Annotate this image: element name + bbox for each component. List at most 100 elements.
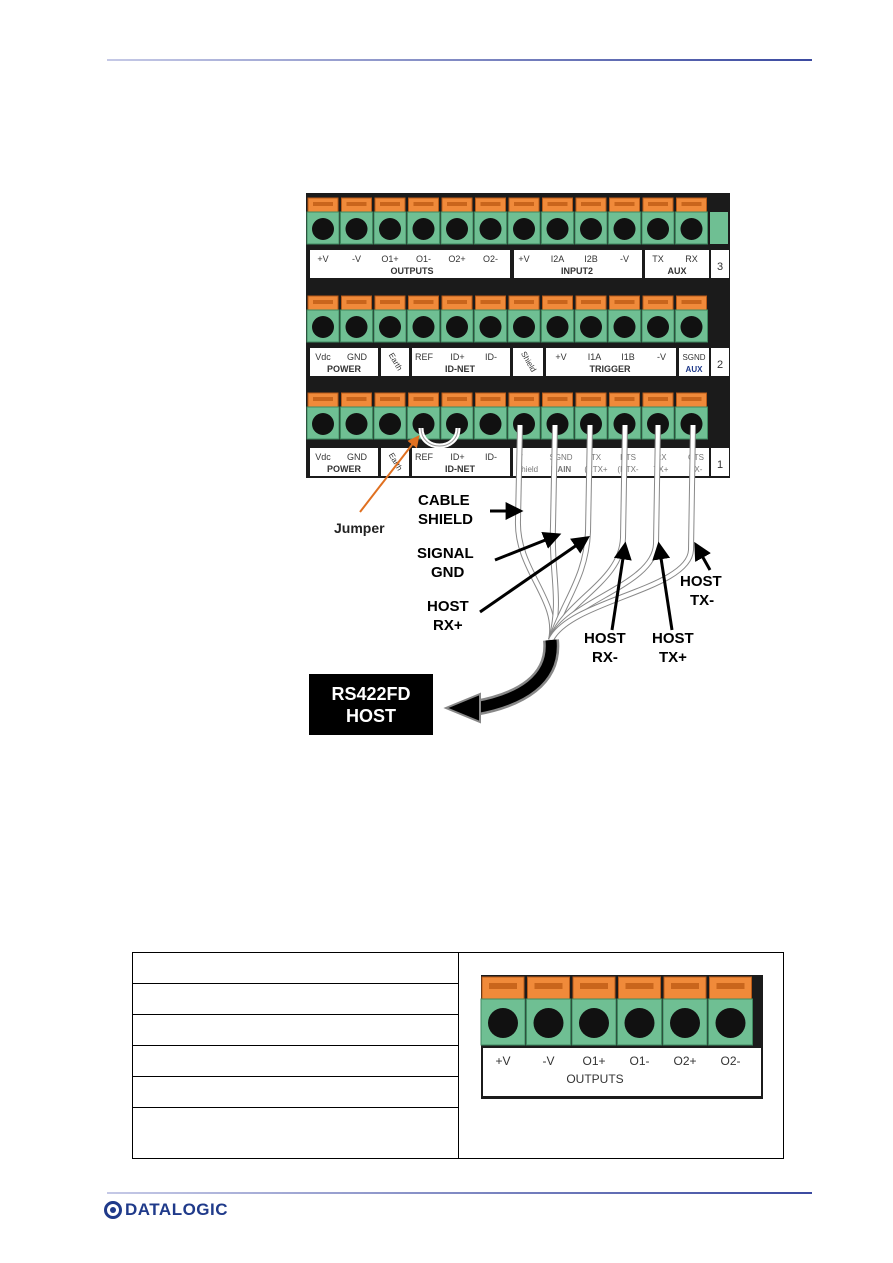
terminal-hole [312,218,334,240]
lever-slot [681,397,702,401]
lever-slot [447,300,467,304]
pin-label: +V [555,352,566,362]
jumper-label: Jumper [334,520,385,536]
group-label: AUX [667,266,686,276]
lever-slot [625,983,654,989]
terminal-hole [715,1008,746,1038]
group-label: OUTPUTS [566,1072,623,1086]
pin-label: REF [415,452,434,462]
pin-label: I1A [588,352,602,362]
terminal-hole [546,316,569,338]
lever-slot [380,300,400,304]
label-strip [645,250,709,278]
host-box [309,674,433,735]
pin-label: CTS [688,453,704,462]
lever-slot [480,202,501,206]
label-strip [513,348,543,376]
lever-slot [380,397,400,401]
lever-slot [648,300,668,304]
pin-label: +V [518,254,529,264]
terminal-hole [345,218,368,240]
pin-label: (RTX+ [584,465,608,474]
terminal-hole [546,218,569,240]
pin-label: TX+ [654,465,669,474]
datalogic-logo: DATALOGIC [104,1200,228,1220]
pin-label: (RTX- [617,465,639,474]
terminal-hole [379,218,401,240]
pin-label: RX [685,254,698,264]
lever-slot [480,397,501,401]
lever-slot [614,300,635,304]
lever-slot [514,300,534,304]
group-label: TRIGGER [589,364,631,374]
lever-slot [413,300,434,304]
row-number: 2 [717,359,723,371]
lever-slot [648,397,668,401]
terminal-hole [613,316,636,338]
terminal-hole [624,1008,655,1038]
label-strip [483,1048,761,1096]
table-cell [132,1045,459,1077]
lever-slot [581,202,601,206]
terminal-hole [680,413,703,435]
group-label: MAIN [551,465,572,474]
terminal-hole [412,413,435,435]
lever-slot [480,300,501,304]
lever-slot [581,397,601,401]
terminal-hole [345,316,368,338]
lever-slot [346,202,367,206]
footer-rule [107,1192,812,1194]
lever-slot [447,397,467,401]
lever-slot [547,202,568,206]
terminal-hole [613,413,636,435]
table-cell [132,1107,459,1159]
terminal-hole [412,316,435,338]
lever-slot [671,983,699,989]
group-label: OUTPUTS [390,266,433,276]
terminal-hole [312,316,334,338]
terminal-hole [580,218,602,240]
label-strip [711,348,729,376]
signal-gnd-arrow [494,531,562,562]
pin-label: I2B [584,254,598,264]
label-strip [546,348,676,376]
pin-label: O1+ [582,1054,605,1068]
label-strip [381,348,409,376]
lever-slot [313,397,333,401]
label-strip [514,250,642,278]
wire [549,424,695,641]
terminal-end [710,212,728,244]
pin-label: SGND [549,453,572,462]
pin-label: ID- [485,452,497,462]
lever-slot [547,397,568,401]
table-cell [132,1014,459,1046]
terminal-hole [446,316,468,338]
lever-slot [313,202,333,206]
label-strip [412,448,510,476]
terminal-hole [488,1008,518,1038]
table-cell [132,983,459,1015]
terminal-hole [312,413,334,435]
pin-label: GND [347,452,368,462]
terminal-hole [680,218,703,240]
group-label: POWER [327,464,362,474]
terminal-hole [479,316,502,338]
pin-label: +V [317,254,328,264]
lever-slot [413,397,434,401]
pin-label: Vdc [315,352,331,362]
pin-label: GND [347,352,368,362]
lever-slot [489,983,517,989]
cable-arrow-head [443,692,481,724]
terminal-hole [680,316,703,338]
pin-label: I2A [551,254,565,264]
pin-label: RX [655,453,667,462]
jumper-arrow [359,435,420,513]
